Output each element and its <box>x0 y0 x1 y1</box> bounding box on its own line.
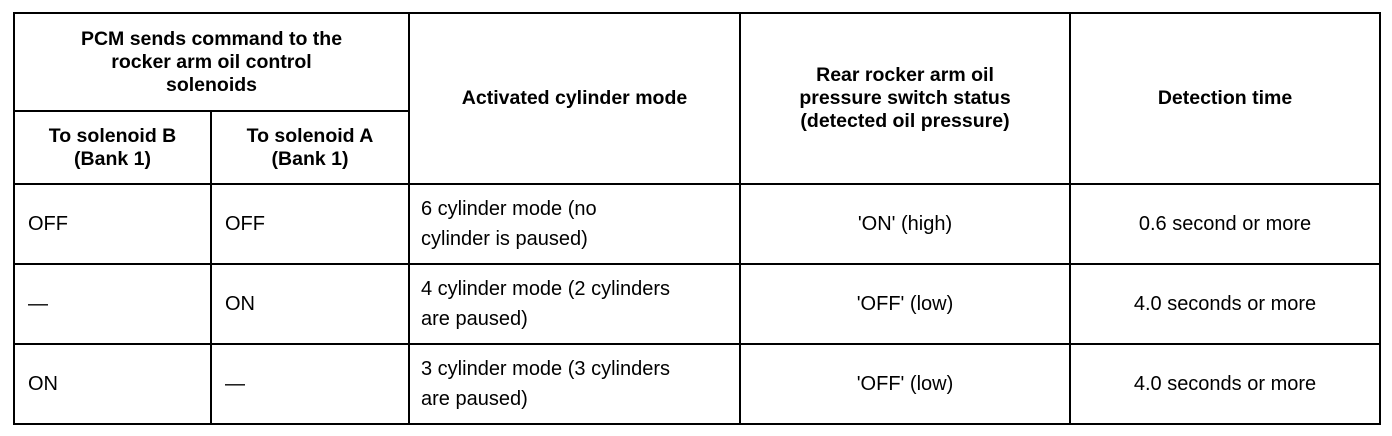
cylinder-mode-detection-table: PCM sends command to the rocker arm oil … <box>13 12 1381 425</box>
header-activated-cylinder-mode: Activated cylinder mode <box>408 12 741 185</box>
cell-detection-time: 4.0 seconds or more <box>1069 263 1381 345</box>
cell-switch-status-value: 'OFF' (low) <box>856 293 954 315</box>
header-detection-time: Detection time <box>1069 12 1381 185</box>
cell-cylinder-mode: 4 cylinder mode (2 cylinders are paused) <box>408 263 741 345</box>
header-solenoid-b: To solenoid B (Bank 1) <box>13 110 212 185</box>
cell-switch-status-value: 'ON' (high) <box>857 213 953 235</box>
cell-solenoid-a: — <box>210 343 410 425</box>
cell-detection-time: 0.6 second or more <box>1069 183 1381 265</box>
table-row: — ON 4 cylinder mode (2 cylinders are pa… <box>13 263 1381 345</box>
header-solenoid-a: To solenoid A (Bank 1) <box>210 110 410 185</box>
cell-solenoid-b-value: — <box>28 293 48 315</box>
table-header-row-primary: PCM sends command to the rocker arm oil … <box>13 12 1381 185</box>
cell-solenoid-a: OFF <box>210 183 410 265</box>
header-activated-cylinder-mode-label: Activated cylinder mode <box>461 87 688 109</box>
cell-switch-status: 'ON' (high) <box>739 183 1071 265</box>
cell-detection-time-value: 4.0 seconds or more <box>1133 293 1317 315</box>
header-pressure-switch-status: Rear rocker arm oil pressure switch stat… <box>739 12 1071 185</box>
table-row: ON — 3 cylinder mode (3 cylinders are pa… <box>13 343 1381 425</box>
cell-solenoid-a: ON <box>210 263 410 345</box>
header-pressure-switch-status-label: Rear rocker arm oil pressure switch stat… <box>799 64 1011 132</box>
header-solenoid-a-label: To solenoid A (Bank 1) <box>246 124 374 170</box>
header-detection-time-label: Detection time <box>1157 87 1293 109</box>
cell-cylinder-mode-value: 6 cylinder mode (no cylinder is paused) <box>421 198 597 250</box>
cell-solenoid-a-value: ON <box>225 293 255 315</box>
cell-detection-time-value: 4.0 seconds or more <box>1133 373 1317 395</box>
cell-switch-status: 'OFF' (low) <box>739 343 1071 425</box>
table-header-row-secondary: To solenoid B (Bank 1) To solenoid A (Ba… <box>13 110 1380 185</box>
cell-solenoid-b: OFF <box>13 183 212 265</box>
cell-solenoid-b-value: ON <box>28 373 58 395</box>
cell-cylinder-mode: 6 cylinder mode (no cylinder is paused) <box>408 183 741 265</box>
cell-solenoid-b-value: OFF <box>28 213 68 235</box>
cell-switch-status-value: 'OFF' (low) <box>856 373 954 395</box>
cell-cylinder-mode-value: 3 cylinder mode (3 cylinders are paused) <box>421 358 670 410</box>
cell-detection-time-value: 0.6 second or more <box>1138 213 1312 235</box>
header-pcm-command-group-label: PCM sends command to the rocker arm oil … <box>80 27 343 96</box>
cell-solenoid-b: ON <box>13 343 212 425</box>
header-solenoid-b-label: To solenoid B (Bank 1) <box>48 124 177 170</box>
cell-detection-time: 4.0 seconds or more <box>1069 343 1381 425</box>
table-row: OFF OFF 6 cylinder mode (no cylinder is … <box>13 183 1381 265</box>
cell-solenoid-a-value: OFF <box>225 213 265 235</box>
cell-cylinder-mode: 3 cylinder mode (3 cylinders are paused) <box>408 343 741 425</box>
cell-switch-status: 'OFF' (low) <box>739 263 1071 345</box>
cell-cylinder-mode-value: 4 cylinder mode (2 cylinders are paused) <box>421 278 670 330</box>
header-pcm-command-group: PCM sends command to the rocker arm oil … <box>13 12 410 112</box>
cell-solenoid-a-value: — <box>225 373 245 395</box>
cell-solenoid-b: — <box>13 263 212 345</box>
